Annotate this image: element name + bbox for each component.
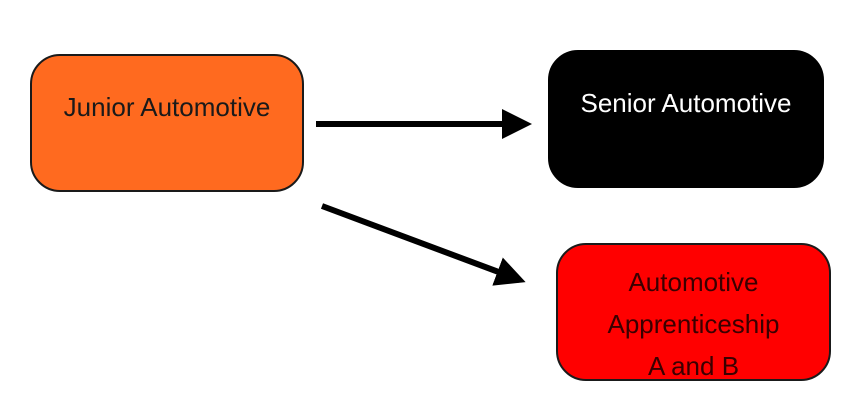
node-junior-automotive: Junior Automotive	[30, 54, 304, 192]
node-apprenticeship-label-line-1: Automotive	[628, 267, 759, 297]
node-junior-automotive-label: Junior Automotive	[63, 92, 271, 122]
node-automotive-apprenticeship: Automotive Apprenticeship A and B	[556, 243, 831, 381]
node-senior-automotive: Senior Automotive	[548, 50, 824, 188]
arrow-junior-to-apprenticeship	[320, 203, 526, 286]
node-senior-automotive-label: Senior Automotive	[580, 88, 792, 118]
node-apprenticeship-label-line-3: A and B	[647, 351, 740, 381]
node-apprenticeship-label-line-2: Apprenticeship	[607, 309, 780, 339]
